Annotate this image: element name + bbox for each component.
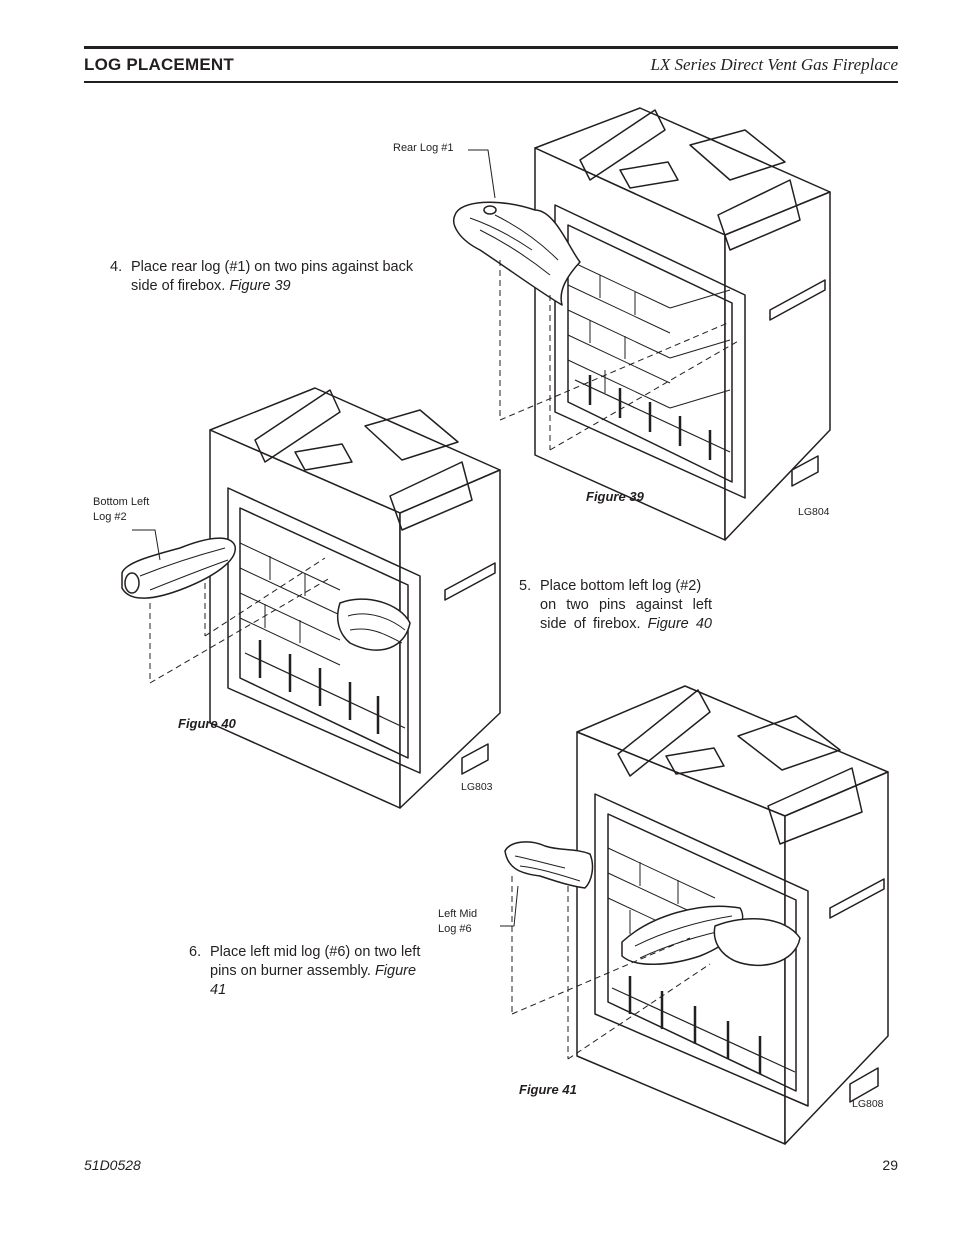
step-line: side of firebox. Figure 39 [131, 278, 291, 294]
step-line: Place rear log (#1) on two pins against … [131, 259, 414, 275]
page-number: 29 [882, 1157, 898, 1173]
callout-label: Log #6 [438, 923, 472, 935]
figure-reference: Figure 39 [229, 278, 291, 294]
step-line: 41 [210, 981, 420, 1000]
callout-label: Log #2 [93, 511, 127, 523]
figure-40-caption: Figure 40 [178, 716, 236, 731]
header-bottom-rule [84, 81, 898, 83]
document-title: LX Series Direct Vent Gas Fireplace [650, 55, 898, 74]
figure-reference: Figure 40 [647, 616, 712, 632]
section-title: LOG PLACEMENT [84, 55, 234, 74]
step-text: Place left mid log (#6) on two left pins… [210, 943, 420, 1000]
step-number: 5. [519, 578, 532, 594]
header-top-rule [84, 46, 898, 49]
step-line: side of firebox. Figure 40 [540, 616, 712, 632]
figure-41-code: LG808 [852, 1098, 884, 1110]
figure-41-fireplace-illustration [500, 685, 889, 1145]
figure-reference: Figure [374, 963, 417, 979]
document-number: 51D0528 [84, 1157, 141, 1173]
step-line: Place bottom left log (#2) [540, 578, 702, 594]
callout-label: Rear Log #1 [393, 142, 454, 154]
figure-39-fireplace-illustration [453, 107, 831, 541]
step-5: 5. Place bottom left log (#2) on two pin… [519, 577, 719, 637]
figure-41-callout: Left Mid Log #6 [438, 907, 477, 937]
step-number: 4. [110, 259, 123, 275]
step-line: on two pins against left [540, 597, 712, 613]
callout-label: Bottom Left [93, 496, 150, 508]
step-line: pins on burner assembly. Figure [210, 963, 417, 979]
step-text: Place rear log (#1) on two pins against … [131, 258, 413, 296]
step-4: 4. Place rear log (#1) on two pins again… [110, 258, 450, 298]
figure-39-caption: Figure 39 [586, 489, 644, 504]
figure-39-callout: Rear Log #1 [393, 141, 454, 156]
callout-label: Left Mid [438, 908, 478, 920]
figure-40-fireplace-illustration [121, 387, 501, 809]
figure-39-code: LG804 [798, 506, 830, 518]
figure-41-caption: Figure 41 [519, 1082, 577, 1097]
step-line: Place left mid log (#6) on two left [210, 944, 421, 960]
step-text: Place bottom left log (#2) on two pins a… [540, 577, 712, 634]
figure-reference: 41 [210, 982, 227, 998]
step-number: 6. [189, 944, 202, 960]
figure-40-callout: Bottom Left Log #2 [93, 495, 149, 525]
figure-40-code: LG803 [461, 781, 493, 793]
step-6: 6. Place left mid log (#6) on two left p… [189, 943, 449, 1003]
